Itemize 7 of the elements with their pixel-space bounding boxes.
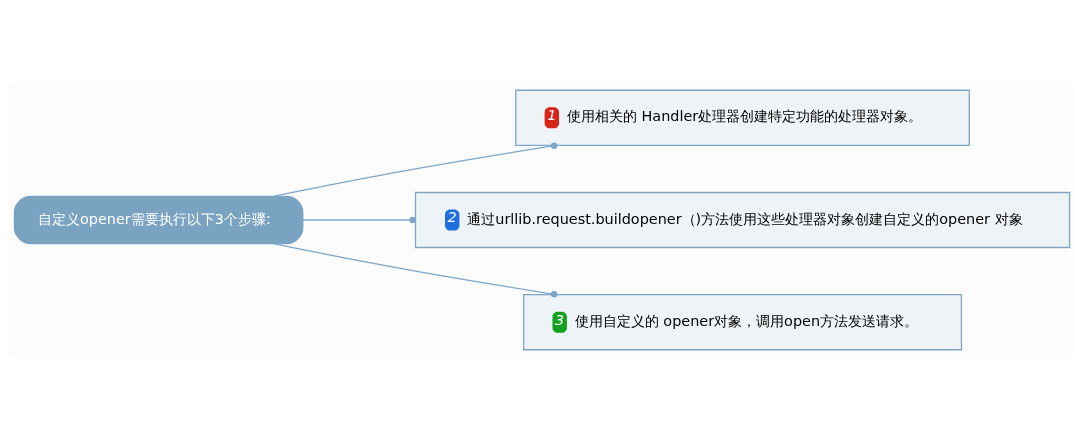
node-box: 自定义opener需要执行以下3个步骤: [13,195,304,244]
node-box: 2 通过urllib.request.buildopener（)方法使用这些处理器对象创建自定义的opener 对象 [414,191,1071,248]
node-box: 1 使用相关的 Handler处理器创建特定功能的处理器对象。 [515,89,970,146]
connector [272,242,558,297]
connector [272,142,558,197]
node-box: 3 使用自定义的 opener对象，调用open方法发送请求。 [523,293,963,350]
connector [302,216,416,223]
